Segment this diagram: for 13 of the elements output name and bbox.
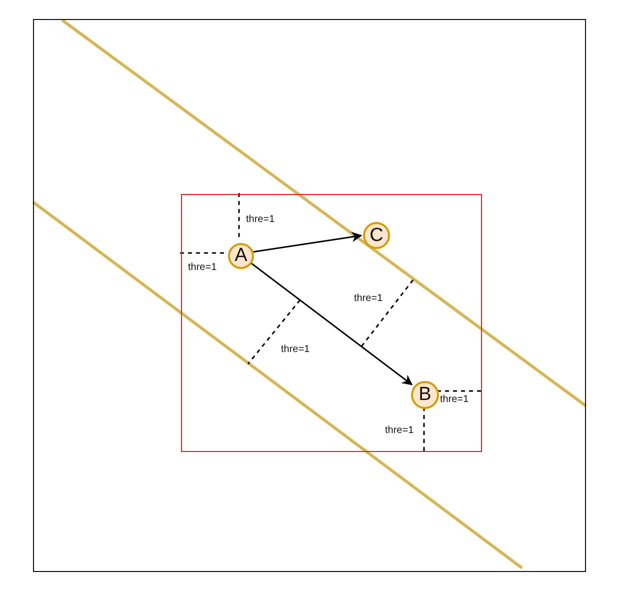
threshold-label: thre=1 [281, 344, 310, 355]
threshold-label: thre=1 [246, 214, 275, 225]
point-circle: C [363, 222, 390, 249]
threshold-label: thre=1 [440, 394, 469, 405]
point-circle: A [228, 243, 254, 269]
threshold-label: thre=1 [354, 293, 383, 304]
point-circle: B [411, 381, 439, 409]
threshold-label: thre=1 [385, 425, 414, 436]
region-box [181, 194, 482, 452]
threshold-label: thre=1 [188, 262, 217, 273]
frame-box [33, 19, 586, 572]
arrow [252, 232, 362, 253]
arrow [248, 261, 413, 386]
